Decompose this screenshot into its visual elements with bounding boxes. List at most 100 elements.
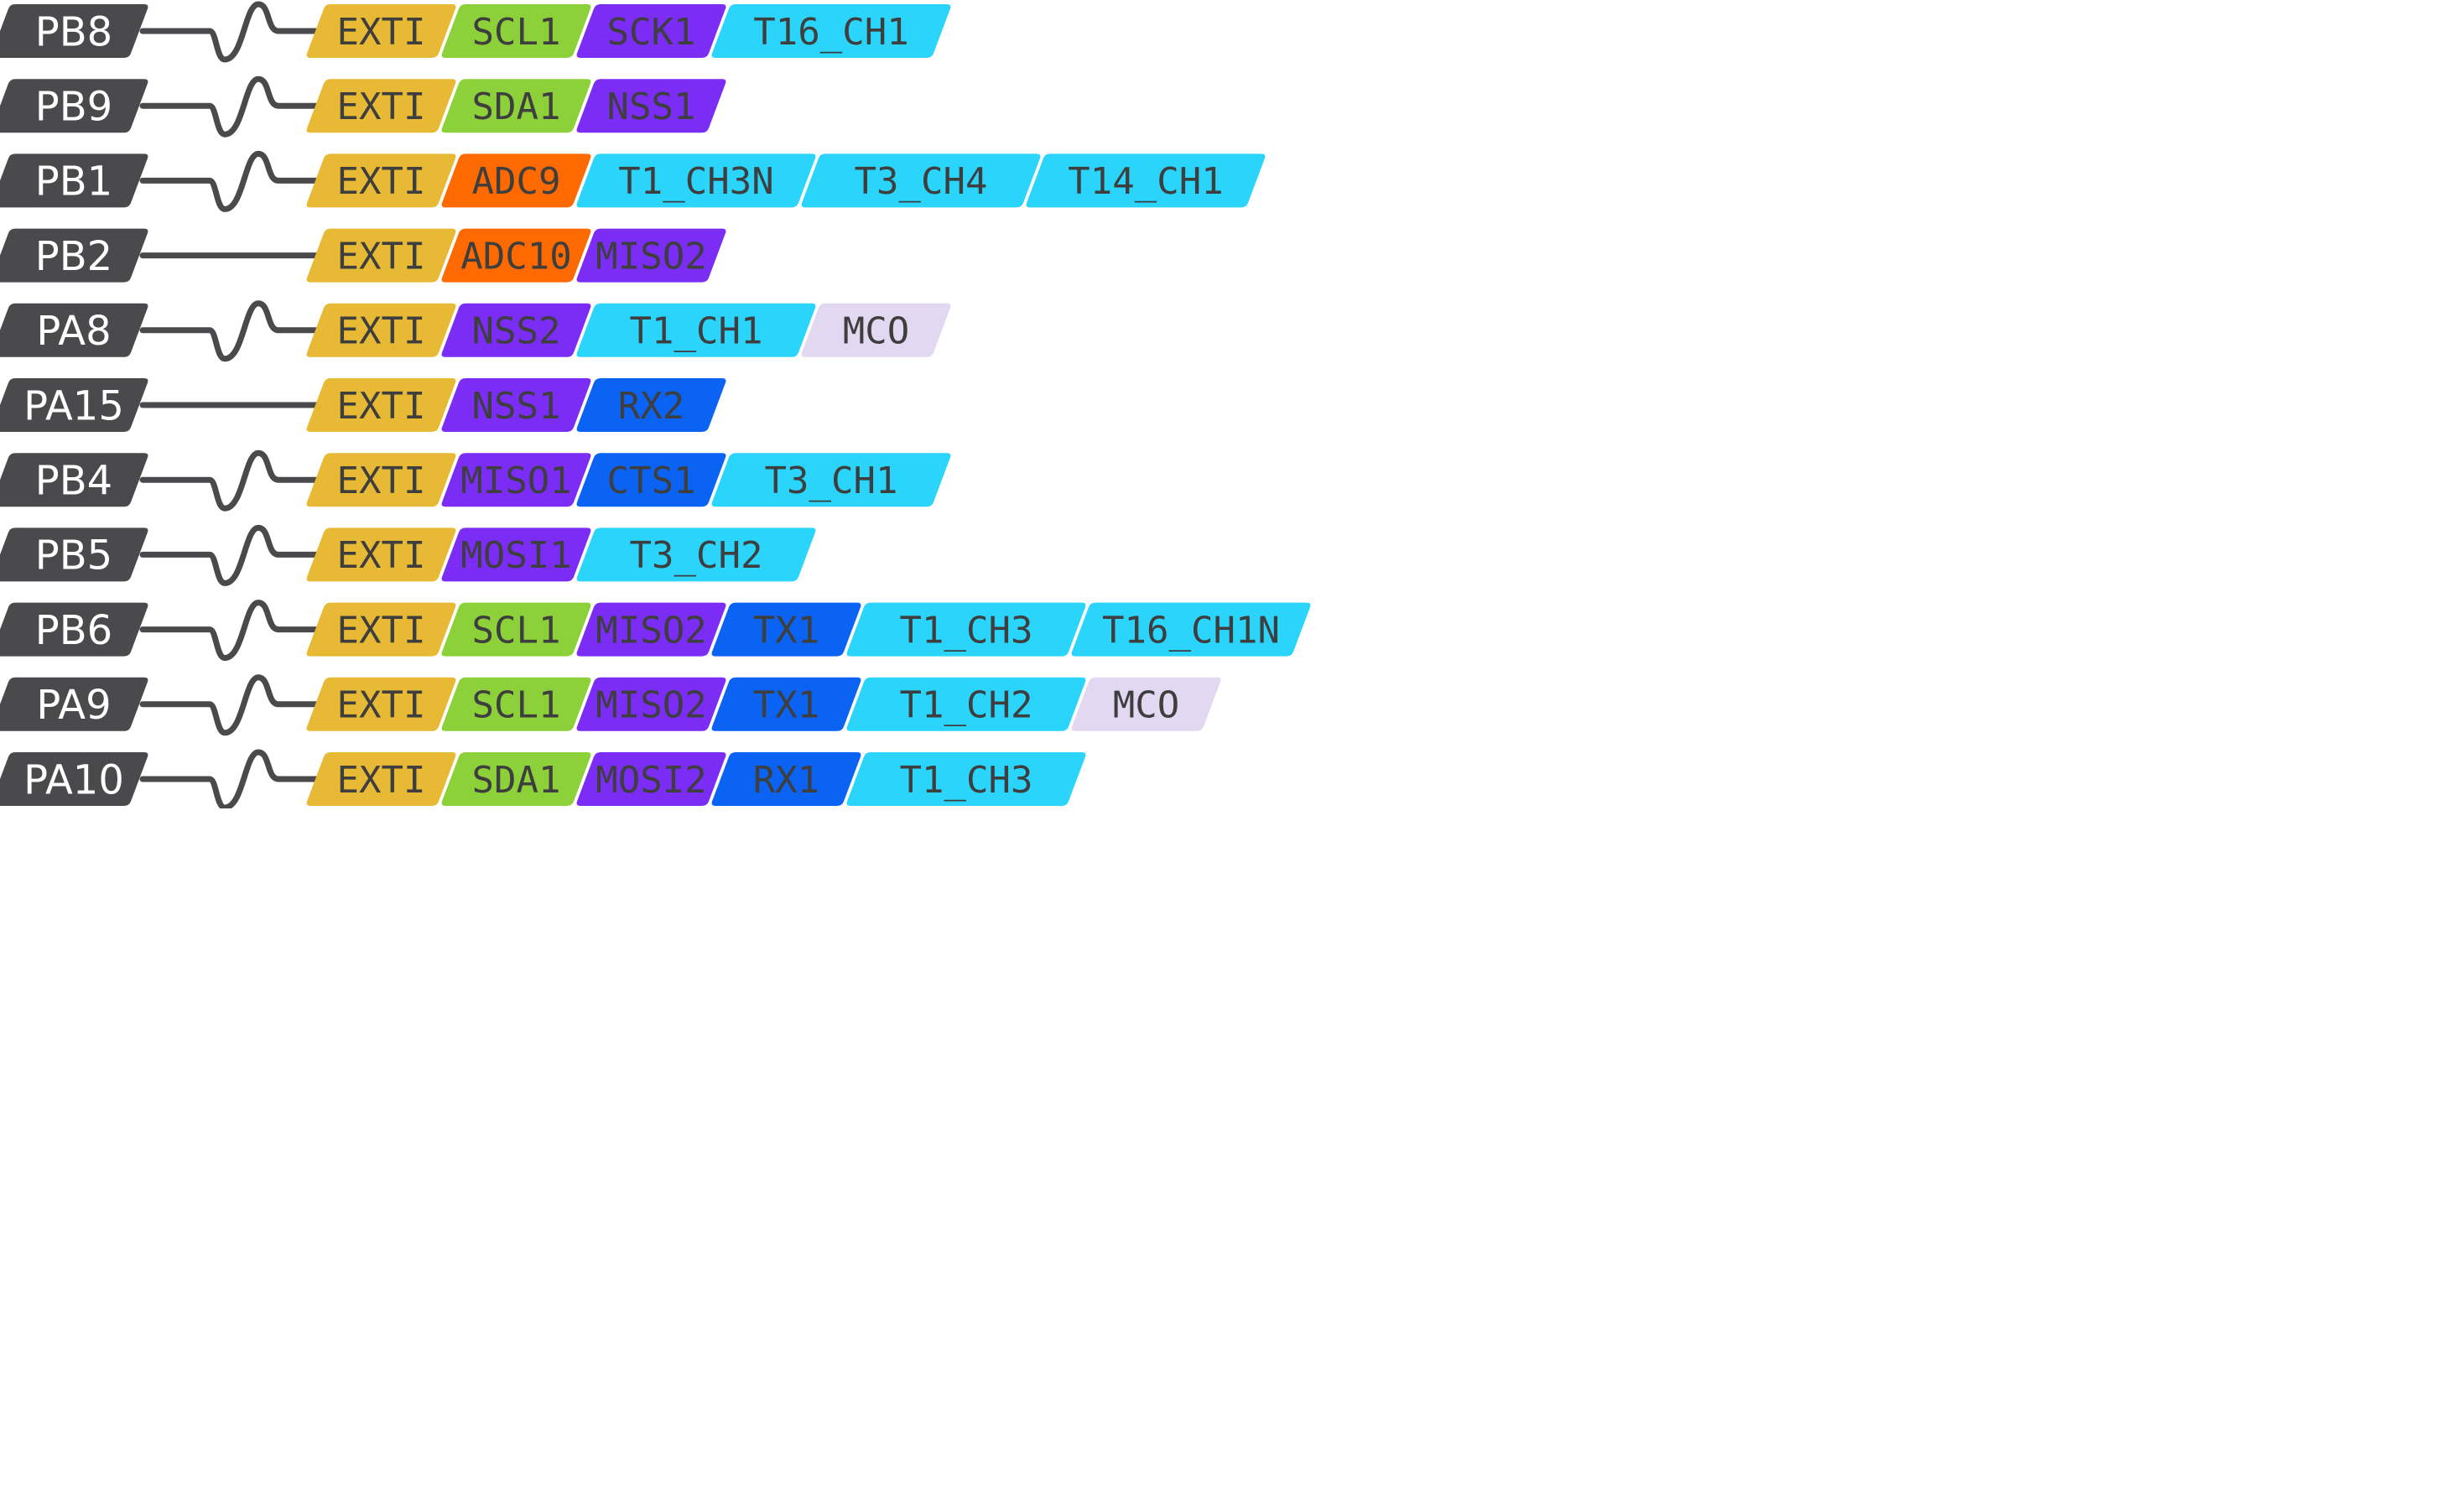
function-tag-shape	[576, 527, 816, 582]
pin-label: PB8	[35, 8, 112, 55]
pin-label: PB5	[35, 533, 112, 579]
function-label: T3_CH4	[855, 160, 988, 203]
function-tag-shape	[576, 79, 726, 133]
function-tag-shape	[441, 527, 591, 582]
function-tag-shape	[441, 677, 591, 731]
pin-label: PA9	[36, 682, 111, 729]
function-label: TX1	[753, 609, 819, 652]
function-tag-shape	[306, 527, 456, 582]
function-spi-tag: MISO2	[576, 677, 726, 731]
function-label: MISO2	[595, 684, 706, 727]
function-tag-shape	[306, 752, 456, 806]
pin-label: PB4	[35, 457, 112, 504]
function-i2c-tag: SCL1	[441, 677, 591, 731]
function-exti-tag: EXTI	[306, 378, 456, 432]
resistor-connector	[139, 524, 327, 586]
function-tag-shape	[441, 153, 591, 208]
function-tag-shape	[576, 153, 816, 208]
function-tag-shape	[441, 453, 591, 507]
pin-row-pb8: PB8 EXTI SCL1 SCK1 T16_CH1	[0, 1, 951, 63]
function-timer-tag: T16_CH1N	[1071, 602, 1311, 657]
function-label: MCO	[843, 310, 909, 353]
function-tag-shape	[801, 153, 1041, 208]
function-tag-shape	[306, 79, 456, 133]
function-label: SCL1	[472, 11, 561, 54]
function-exti-tag: EXTI	[306, 677, 456, 731]
function-label: NSS1	[607, 86, 696, 128]
function-label: MCO	[1113, 684, 1179, 727]
function-uart-tag: TX1	[711, 602, 861, 657]
function-mco-tag: MCO	[801, 303, 951, 357]
function-tag-shape	[576, 602, 726, 657]
function-adc-tag: ADC9	[441, 153, 591, 208]
function-tag-shape	[441, 378, 591, 432]
resistor-connector	[139, 300, 327, 362]
function-label: EXTI	[337, 11, 426, 54]
function-label: T16_CH1N	[1102, 609, 1280, 652]
function-timer-tag: T16_CH1	[711, 4, 951, 58]
function-tag-shape	[1071, 602, 1311, 657]
function-label: EXTI	[337, 460, 426, 502]
function-tag-shape	[306, 4, 456, 58]
function-label: T3_CH1	[765, 460, 898, 502]
function-label: ADC10	[460, 235, 571, 278]
function-exti-tag: EXTI	[306, 79, 456, 133]
pin-tag	[0, 79, 148, 133]
function-exti-tag: EXTI	[306, 752, 456, 806]
function-tag-shape	[711, 602, 861, 657]
function-label: RX1	[753, 759, 819, 802]
function-tag-shape	[576, 752, 726, 806]
function-tag-shape	[576, 453, 726, 507]
resistor-connector	[139, 1, 327, 63]
function-tag-shape	[441, 4, 591, 58]
function-label: EXTI	[337, 609, 426, 652]
function-tag-shape	[306, 378, 456, 432]
function-spi-tag: MISO2	[576, 228, 726, 283]
function-label: SDA1	[472, 86, 561, 128]
function-tag-shape	[576, 228, 726, 283]
function-tag-shape	[441, 602, 591, 657]
function-label: TX1	[753, 684, 819, 727]
function-exti-tag: EXTI	[306, 527, 456, 582]
resistor-connector	[139, 749, 327, 808]
function-exti-tag: EXTI	[306, 153, 456, 208]
function-label: T3_CH2	[630, 534, 763, 577]
resistor-connector	[139, 150, 327, 212]
function-timer-tag: T3_CH1	[711, 453, 951, 507]
function-label: EXTI	[337, 160, 426, 203]
resistor-connector	[139, 75, 327, 138]
function-label: MISO2	[595, 609, 706, 652]
function-label: SCK1	[607, 11, 696, 54]
function-tag-shape	[846, 752, 1086, 806]
pin-label: PB2	[35, 233, 112, 280]
function-label: EXTI	[337, 310, 426, 353]
function-tag-shape	[846, 602, 1086, 657]
pin-tag	[0, 153, 148, 208]
function-label: SDA1	[472, 759, 561, 802]
function-tag-shape	[576, 303, 816, 357]
function-tag-shape	[1071, 677, 1221, 731]
function-label: MOSI2	[595, 759, 706, 802]
function-tag-shape	[306, 303, 456, 357]
function-tag-shape	[441, 79, 591, 133]
function-adc-tag: ADC10	[441, 228, 591, 283]
function-spi-tag: MISO1	[441, 453, 591, 507]
function-label: MISO2	[595, 235, 706, 278]
function-exti-tag: EXTI	[306, 228, 456, 283]
function-spi-tag: NSS2	[441, 303, 591, 357]
function-uart-tag: CTS1	[576, 453, 726, 507]
function-label: EXTI	[337, 759, 426, 802]
function-spi-tag: MOSI1	[441, 527, 591, 582]
function-timer-tag: T3_CH2	[576, 527, 816, 582]
function-tag-shape	[306, 602, 456, 657]
function-i2c-tag: SDA1	[441, 752, 591, 806]
function-timer-tag: T1_CH3N	[576, 153, 816, 208]
pin-tag	[0, 4, 148, 58]
